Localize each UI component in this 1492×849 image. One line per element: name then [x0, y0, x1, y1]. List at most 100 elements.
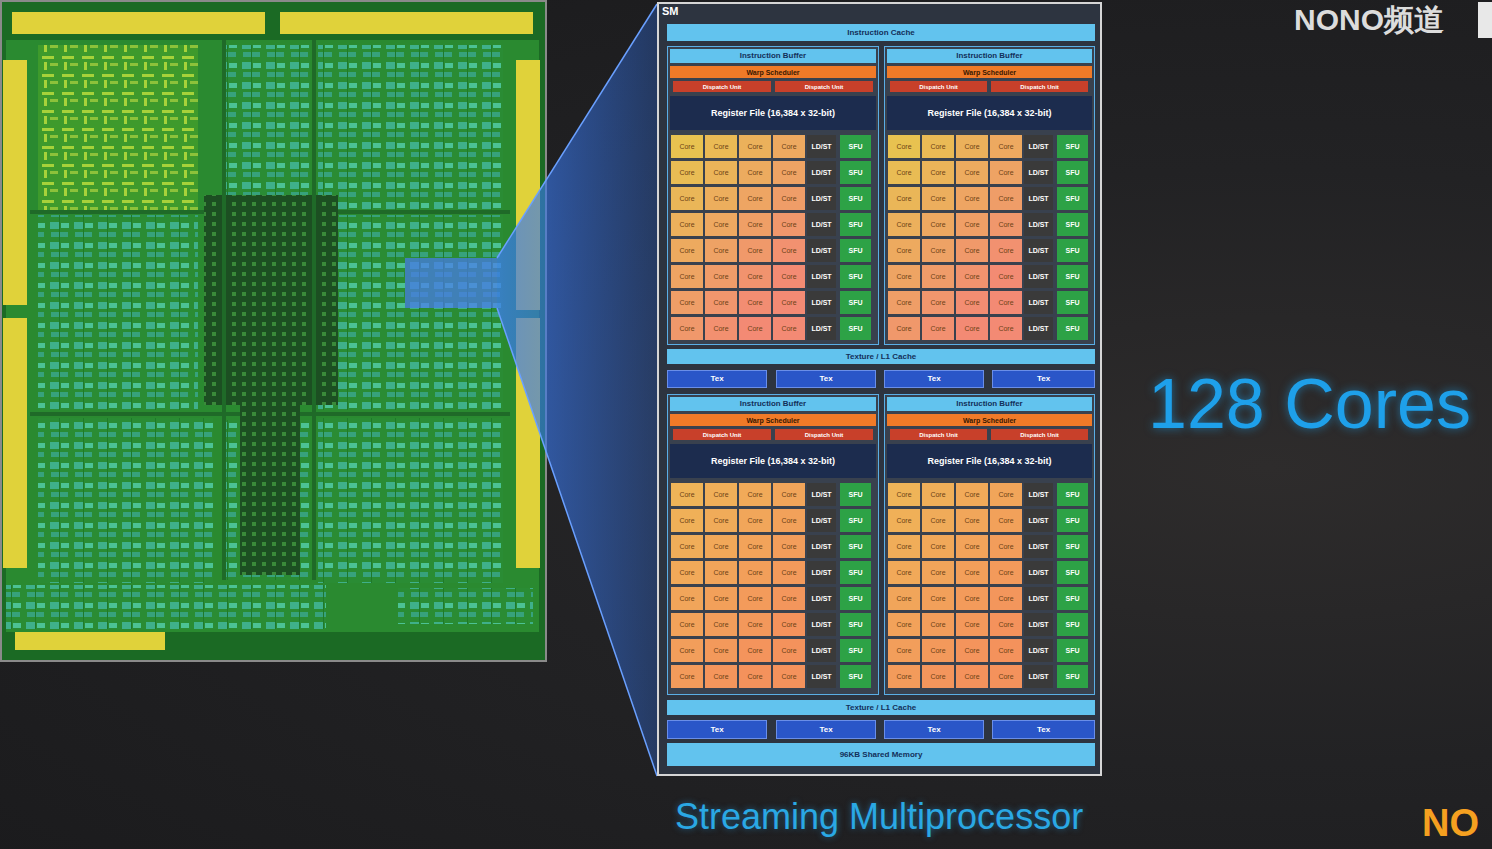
cache-band: 96KB Shared Memory — [667, 743, 1095, 766]
cuda-core: Core — [922, 187, 954, 210]
register-file-label: Register File (16,384 x 32-bit) — [711, 109, 835, 118]
cuda-core: Core — [671, 613, 703, 636]
dispatch-unit: Dispatch Unit — [775, 429, 873, 440]
load-store-unit: LD/ST — [1024, 509, 1053, 532]
cuda-core: Core — [888, 317, 920, 340]
cuda-core: Core — [705, 665, 737, 688]
cuda-core: Core — [990, 587, 1022, 610]
warp-scheduler-label: Warp Scheduler — [963, 417, 1016, 424]
special-function-unit: SFU — [1057, 639, 1088, 662]
special-function-unit-label: SFU — [849, 569, 863, 576]
load-store-unit: LD/ST — [807, 509, 836, 532]
cuda-core: Core — [990, 483, 1022, 506]
special-function-unit-label: SFU — [849, 221, 863, 228]
texture-unit: Tex — [776, 720, 876, 739]
cuda-core-label: Core — [781, 491, 796, 498]
cuda-core: Core — [739, 161, 771, 184]
load-store-unit: LD/ST — [807, 613, 836, 636]
special-function-unit-label: SFU — [849, 517, 863, 524]
cuda-core-label: Core — [896, 221, 911, 228]
cuda-core-label: Core — [896, 247, 911, 254]
load-store-unit: LD/ST — [1024, 213, 1053, 236]
cuda-core: Core — [739, 135, 771, 158]
special-function-unit-label: SFU — [849, 169, 863, 176]
load-store-unit: LD/ST — [807, 161, 836, 184]
cuda-core: Core — [671, 213, 703, 236]
cuda-core: Core — [956, 135, 988, 158]
cuda-core: Core — [956, 535, 988, 558]
cuda-core-label: Core — [747, 247, 762, 254]
cuda-core: Core — [773, 187, 805, 210]
special-function-unit: SFU — [840, 483, 871, 506]
cuda-core: Core — [922, 291, 954, 314]
load-store-unit-label: LD/ST — [1028, 143, 1048, 150]
cuda-core: Core — [773, 509, 805, 532]
cuda-core: Core — [922, 509, 954, 532]
cuda-core-label: Core — [713, 491, 728, 498]
load-store-unit: LD/ST — [1024, 187, 1053, 210]
cuda-core-label: Core — [896, 273, 911, 280]
cuda-core-label: Core — [964, 621, 979, 628]
load-store-unit: LD/ST — [807, 213, 836, 236]
cuda-core-label: Core — [964, 247, 979, 254]
warp-scheduler: Warp Scheduler — [670, 66, 876, 78]
register-file-label: Register File (16,384 x 32-bit) — [711, 457, 835, 466]
register-file: Register File (16,384 x 32-bit) — [887, 96, 1092, 130]
cuda-core-label: Core — [781, 595, 796, 602]
cuda-core: Core — [922, 561, 954, 584]
cuda-core-label: Core — [930, 273, 945, 280]
dispatch-unit-label: Dispatch Unit — [805, 432, 844, 438]
cuda-core: Core — [888, 291, 920, 314]
cuda-core: Core — [922, 317, 954, 340]
register-file: Register File (16,384 x 32-bit) — [887, 444, 1092, 478]
sm-quadrant: Instruction BufferWarp SchedulerDispatch… — [667, 394, 879, 695]
load-store-unit: LD/ST — [1024, 535, 1053, 558]
special-function-unit-label: SFU — [1066, 569, 1080, 576]
cuda-core-label: Core — [781, 569, 796, 576]
cuda-core-label: Core — [679, 621, 694, 628]
cuda-core-label: Core — [747, 595, 762, 602]
cuda-core: Core — [739, 535, 771, 558]
cuda-core-label: Core — [930, 143, 945, 150]
instruction-buffer: Instruction Buffer — [887, 397, 1092, 411]
cuda-core-label: Core — [781, 673, 796, 680]
cuda-core: Core — [739, 561, 771, 584]
cuda-core: Core — [990, 317, 1022, 340]
special-function-unit: SFU — [1057, 161, 1088, 184]
cuda-core: Core — [705, 509, 737, 532]
cuda-core-label: Core — [713, 195, 728, 202]
cuda-core: Core — [922, 665, 954, 688]
cuda-core: Core — [671, 509, 703, 532]
instruction-buffer: Instruction Buffer — [670, 49, 876, 63]
load-store-unit-label: LD/ST — [1028, 491, 1048, 498]
die-shot — [1, 1, 546, 661]
cuda-core-label: Core — [747, 621, 762, 628]
cuda-core-label: Core — [679, 543, 694, 550]
cuda-core: Core — [990, 613, 1022, 636]
load-store-unit: LD/ST — [807, 265, 836, 288]
sm-frame: SMInstruction CacheInstruction BufferWar… — [657, 2, 1102, 776]
cuda-core: Core — [773, 317, 805, 340]
cuda-core-label: Core — [998, 299, 1013, 306]
cuda-core-label: Core — [930, 221, 945, 228]
cuda-core-label: Core — [896, 647, 911, 654]
cuda-core: Core — [888, 483, 920, 506]
load-store-unit: LD/ST — [1024, 291, 1053, 314]
cuda-core-label: Core — [781, 621, 796, 628]
cuda-core: Core — [922, 639, 954, 662]
cuda-core: Core — [705, 483, 737, 506]
cuda-core-label: Core — [679, 169, 694, 176]
load-store-unit-label: LD/ST — [1028, 247, 1048, 254]
cuda-core: Core — [956, 317, 988, 340]
special-function-unit-label: SFU — [1066, 247, 1080, 254]
cuda-core-label: Core — [998, 543, 1013, 550]
cuda-core: Core — [671, 239, 703, 262]
load-store-unit-label: LD/ST — [1028, 543, 1048, 550]
cuda-core: Core — [888, 535, 920, 558]
texture-unit: Tex — [776, 370, 876, 388]
cuda-core-label: Core — [964, 195, 979, 202]
cuda-core: Core — [922, 535, 954, 558]
load-store-unit-label: LD/ST — [811, 673, 831, 680]
cuda-core: Core — [671, 187, 703, 210]
cuda-core: Core — [888, 239, 920, 262]
